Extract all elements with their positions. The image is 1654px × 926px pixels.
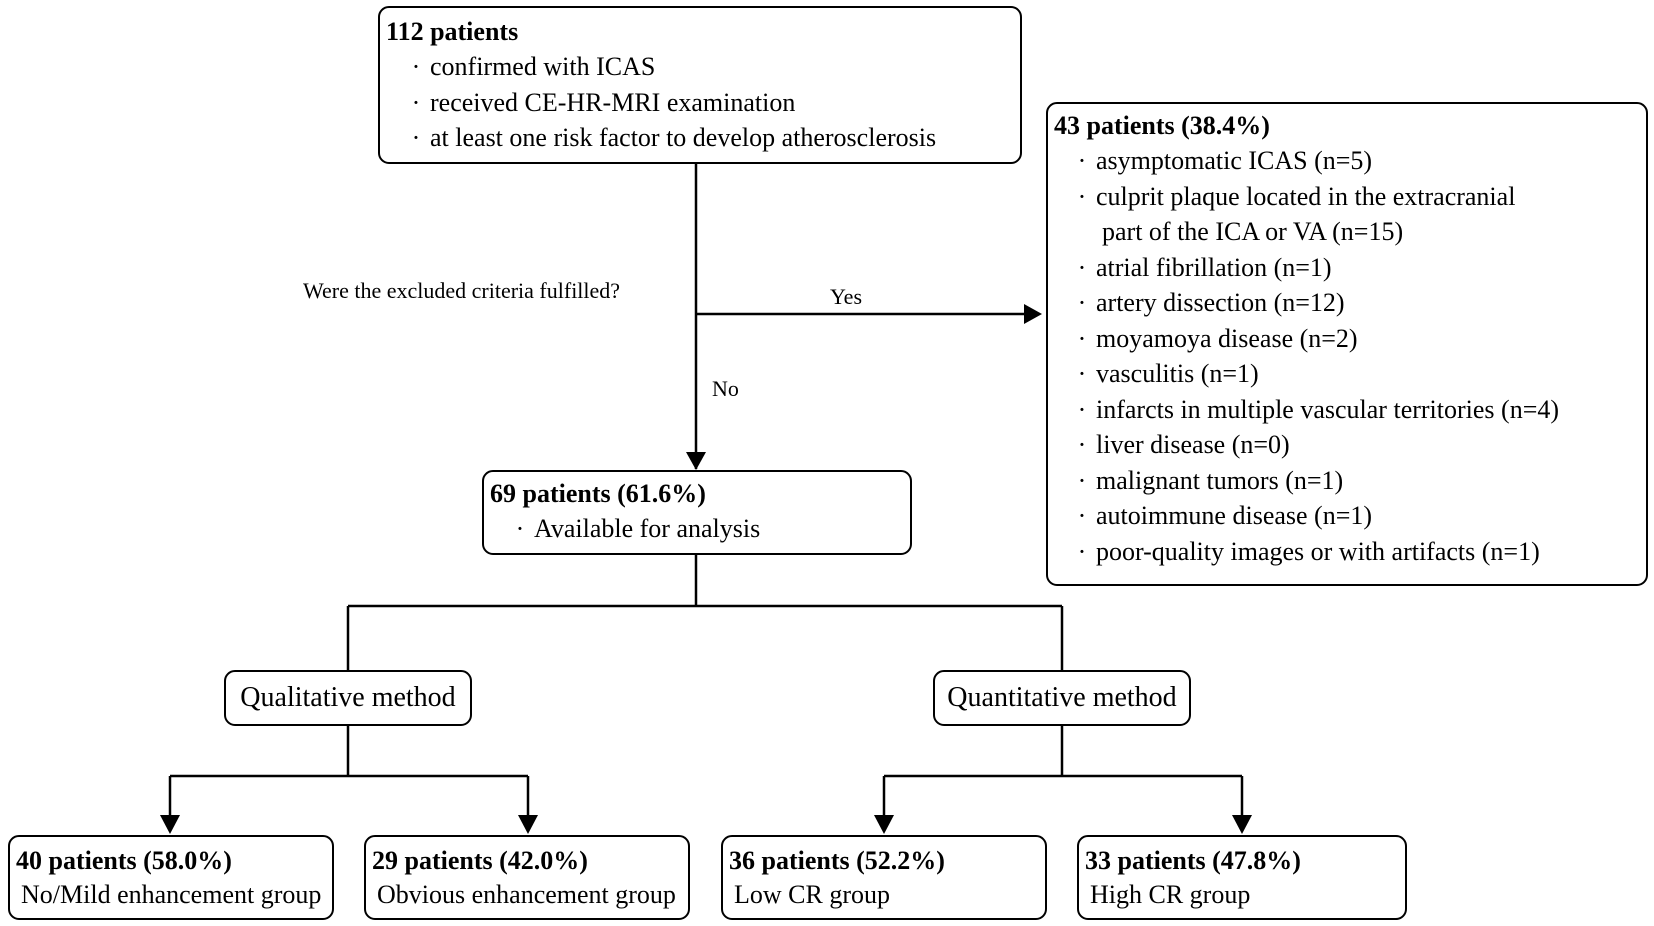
bullet-icon: · — [1077, 465, 1087, 495]
start-title: 112 patients — [386, 17, 519, 46]
group-title: 40 patients (58.0%) — [16, 846, 232, 875]
start-item-text: received CE-HR-MRI examination — [430, 87, 796, 117]
excluded-item-text: asymptomatic ICAS (n=5) — [1096, 146, 1373, 175]
excluded-item: · vasculitis (n=1) — [1054, 356, 1646, 392]
excluded-item-text: culprit plaque located in the extracrani… — [1096, 181, 1516, 211]
excluded-item-continuation: part of the ICA or VA (n=15) — [1054, 214, 1646, 250]
decision-no-label: No — [712, 376, 739, 401]
qualitative-method-box: Qualitative method — [224, 670, 472, 726]
included-box: 69 patients (61.6%) · Available for analy… — [482, 470, 912, 555]
bullet-icon: · — [411, 52, 421, 81]
excluded-box: 43 patients (38.4%) · asymptomatic ICAS (… — [1046, 102, 1648, 586]
excluded-title: 43 patients (38.4%) — [1054, 111, 1270, 140]
excluded-item: · moyamoya disease (n=2) — [1054, 321, 1646, 357]
excluded-item: · culprit plaque located in the extracran… — [1054, 179, 1646, 215]
excluded-item: · artery dissection (n=12) — [1054, 285, 1646, 321]
bullet-icon: · — [1077, 323, 1087, 353]
excluded-item-text: infarcts in multiple vascular territorie… — [1096, 394, 1560, 424]
group-title: 33 patients (47.8%) — [1085, 846, 1301, 875]
group-label: High CR group — [1090, 880, 1251, 909]
included-item: · Available for analysis — [490, 511, 910, 547]
excluded-item-text: atrial fibrillation (n=1) — [1096, 252, 1332, 282]
group-box-1: 40 patients (58.0%) No/Mild enhancement … — [8, 835, 334, 920]
start-item: · received CE-HR-MRI examination — [386, 85, 1020, 121]
bullet-icon: · — [1077, 252, 1087, 282]
arrowhead-group-4 — [1232, 815, 1252, 834]
group-label: Obvious enhancement group — [377, 880, 676, 909]
group-title: 29 patients (42.0%) — [372, 846, 588, 875]
group-label: No/Mild enhancement group — [21, 880, 322, 909]
excluded-item-text: malignant tumors (n=1) — [1096, 465, 1344, 495]
excluded-item: · malignant tumors (n=1) — [1054, 463, 1646, 499]
start-item: · confirmed with ICAS — [386, 49, 1020, 85]
included-item-text: Available for analysis — [534, 514, 761, 543]
group-box-3: 36 patients (52.2%) Low CR group — [721, 835, 1047, 920]
excluded-item-text: moyamoya disease (n=2) — [1096, 323, 1358, 353]
group-box-4: 33 patients (47.8%) High CR group — [1077, 835, 1407, 920]
bullet-icon: · — [1077, 359, 1087, 388]
decision-question: Were the excluded criteria fulfilled? — [303, 278, 621, 303]
group-title: 36 patients (52.2%) — [729, 846, 945, 875]
bullet-icon: · — [1077, 501, 1087, 530]
bullet-icon: · — [515, 514, 525, 543]
excluded-item: · poor-quality images or with artifacts (… — [1054, 534, 1646, 570]
excluded-item-text: part of the ICA or VA (n=15) — [1102, 217, 1404, 246]
bullet-icon: · — [411, 123, 421, 152]
included-title: 69 patients (61.6%) — [490, 479, 706, 508]
bullet-icon: · — [1077, 430, 1087, 459]
bullet-icon: · — [1077, 146, 1087, 175]
excluded-item-text: autoimmune disease (n=1) — [1096, 501, 1373, 530]
decision-yes-label: Yes — [830, 284, 863, 309]
excluded-item-text: artery dissection (n=12) — [1096, 288, 1345, 317]
start-item: · at least one risk factor to develop ath… — [386, 120, 1020, 156]
group-box-2: 29 patients (42.0%) Obvious enhancement … — [364, 835, 690, 920]
excluded-item-text: poor-quality images or with artifacts (n… — [1096, 536, 1540, 566]
excluded-item: · infarcts in multiple vascular territori… — [1054, 392, 1646, 428]
excluded-item: · autoimmune disease (n=1) — [1054, 498, 1646, 534]
excluded-item: · asymptomatic ICAS (n=5) — [1054, 143, 1646, 179]
arrowhead-right-excluded — [1024, 304, 1042, 324]
excluded-item-text: vasculitis (n=1) — [1096, 359, 1259, 388]
excluded-item: · atrial fibrillation (n=1) — [1054, 250, 1646, 286]
bullet-icon: · — [1077, 181, 1087, 211]
start-box: 112 patients · confirmed with ICAS · recei… — [378, 6, 1022, 164]
bullet-icon: · — [411, 87, 421, 117]
arrowhead-group-1 — [160, 815, 180, 834]
start-item-text: confirmed with ICAS — [430, 52, 656, 81]
group-label: Low CR group — [734, 880, 890, 909]
bullet-icon: · — [1077, 288, 1087, 317]
excluded-item-text: liver disease (n=0) — [1096, 430, 1290, 459]
arrowhead-down-included — [686, 452, 706, 470]
arrowhead-group-2 — [518, 815, 538, 834]
bullet-icon: · — [1077, 536, 1087, 566]
start-item-text: at least one risk factor to develop athe… — [430, 123, 937, 152]
excluded-item: · liver disease (n=0) — [1054, 427, 1646, 463]
quantitative-method-box: Quantitative method — [933, 670, 1191, 726]
arrowhead-group-3 — [874, 815, 894, 834]
bullet-icon: · — [1077, 394, 1087, 424]
